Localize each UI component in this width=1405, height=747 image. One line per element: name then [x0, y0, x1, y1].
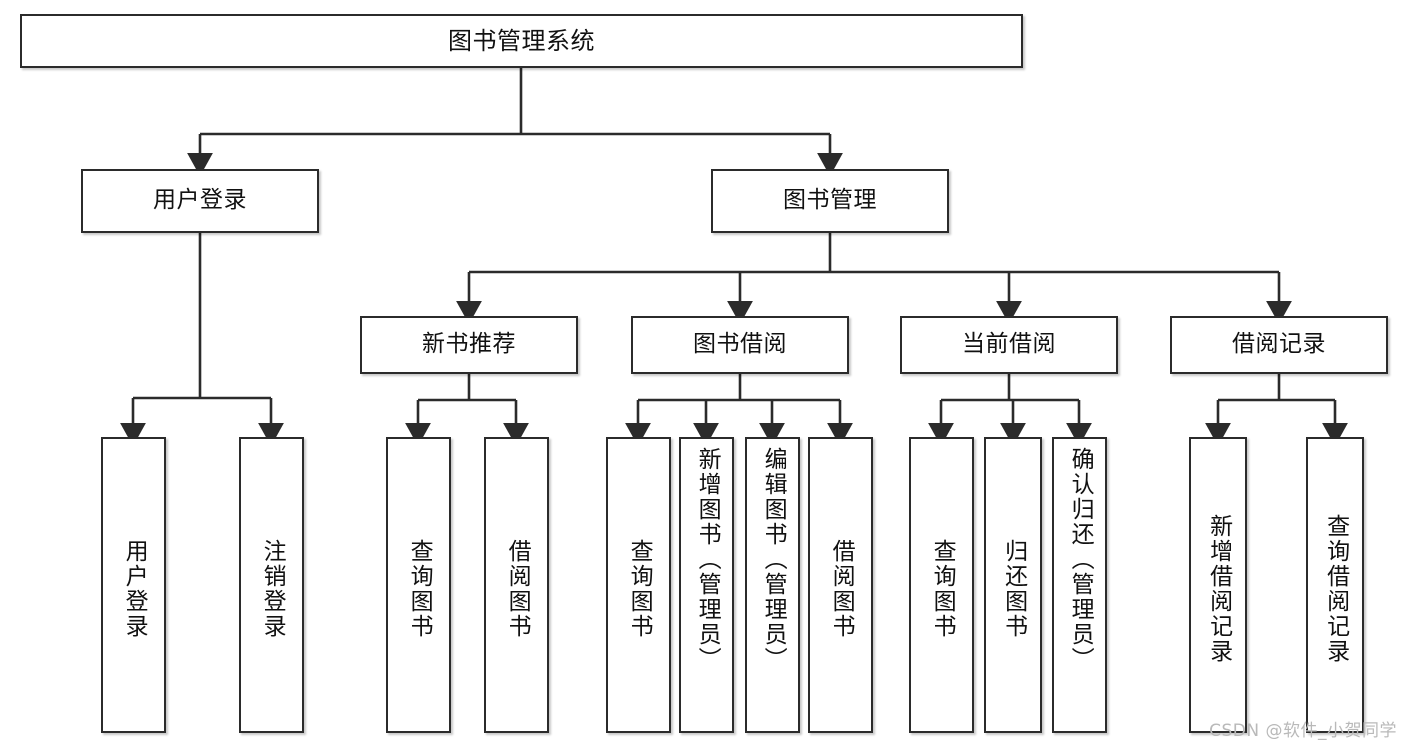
leaf-edit-book[interactable]: 编辑图书（管理员）: [745, 437, 800, 733]
node-book-borrow[interactable]: 图书借阅: [631, 316, 849, 374]
leaf-confirm-return-label: 确认归还（管理员）: [1067, 447, 1094, 672]
leaf-query-borrow-record-label: 查询借阅记录: [1322, 514, 1349, 664]
leaf-add-book-label: 新增图书（管理员）: [694, 447, 721, 672]
leaf-borrow-book-recommend[interactable]: 借阅图书: [484, 437, 549, 733]
node-user-login-label: 用户登录: [153, 187, 247, 214]
leaf-query-book-borrow-label: 查询图书: [626, 539, 653, 639]
leaf-add-book[interactable]: 新增图书（管理员）: [679, 437, 734, 733]
node-book-borrow-label: 图书借阅: [693, 331, 787, 358]
leaf-borrow-book[interactable]: 借阅图书: [808, 437, 873, 733]
node-new-book-recommend[interactable]: 新书推荐: [360, 316, 578, 374]
leaf-borrow-book-recommend-label: 借阅图书: [504, 539, 531, 639]
leaf-user-logout[interactable]: 注销登录: [239, 437, 304, 733]
leaf-return-book[interactable]: 归还图书: [984, 437, 1042, 733]
leaf-return-book-label: 归还图书: [1000, 539, 1027, 639]
node-book-manage-label: 图书管理: [783, 187, 877, 214]
leaf-confirm-return[interactable]: 确认归还（管理员）: [1052, 437, 1107, 733]
leaf-query-borrow-record[interactable]: 查询借阅记录: [1306, 437, 1364, 733]
leaf-query-book-current-label: 查询图书: [929, 539, 956, 639]
node-current-borrow-label: 当前借阅: [962, 331, 1056, 358]
leaf-query-book-recommend[interactable]: 查询图书: [386, 437, 451, 733]
node-new-book-recommend-label: 新书推荐: [422, 331, 516, 358]
node-root-label: 图书管理系统: [448, 26, 595, 55]
leaf-edit-book-label: 编辑图书（管理员）: [760, 447, 787, 672]
leaf-user-login-label: 用户登录: [121, 539, 148, 639]
node-root[interactable]: 图书管理系统: [20, 14, 1023, 68]
leaf-borrow-book-label: 借阅图书: [828, 539, 855, 639]
node-borrow-record[interactable]: 借阅记录: [1170, 316, 1388, 374]
leaf-add-borrow-record-label: 新增借阅记录: [1205, 514, 1232, 664]
node-book-manage[interactable]: 图书管理: [711, 169, 949, 233]
csdn-watermark: CSDN @软件_小贺同学: [1209, 721, 1397, 741]
leaf-query-book-current[interactable]: 查询图书: [909, 437, 974, 733]
leaf-user-login[interactable]: 用户登录: [101, 437, 166, 733]
node-current-borrow[interactable]: 当前借阅: [900, 316, 1118, 374]
node-borrow-record-label: 借阅记录: [1232, 331, 1326, 358]
node-user-login[interactable]: 用户登录: [81, 169, 319, 233]
leaf-add-borrow-record[interactable]: 新增借阅记录: [1189, 437, 1247, 733]
leaf-query-book-borrow[interactable]: 查询图书: [606, 437, 671, 733]
leaf-user-logout-label: 注销登录: [259, 539, 286, 639]
leaf-query-book-recommend-label: 查询图书: [406, 539, 433, 639]
